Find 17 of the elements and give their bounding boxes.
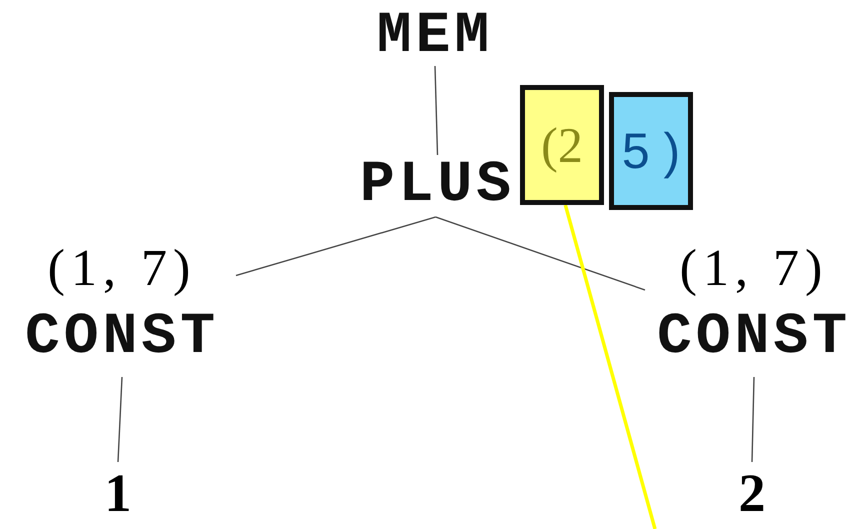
value-annotation: (1, 7) <box>48 242 196 294</box>
tree-edge <box>236 216 436 276</box>
node-label: PLUS <box>360 157 516 215</box>
node-label: CONST <box>656 308 852 366</box>
tag-box <box>609 92 693 210</box>
tree-edge <box>434 66 438 156</box>
node-label: MEM <box>376 8 494 66</box>
tree-edge <box>751 376 755 462</box>
value-annotation: (1, 7) <box>680 242 828 294</box>
node-label: 1 <box>104 466 132 520</box>
tag-text: 5 ) <box>622 126 680 176</box>
node-label: CONST <box>24 308 220 366</box>
node-label: 2 <box>738 466 766 520</box>
tag-box <box>520 85 604 205</box>
tag-text: (2 <box>541 120 583 170</box>
tree-edge <box>117 376 123 462</box>
tree-edge <box>435 216 646 291</box>
